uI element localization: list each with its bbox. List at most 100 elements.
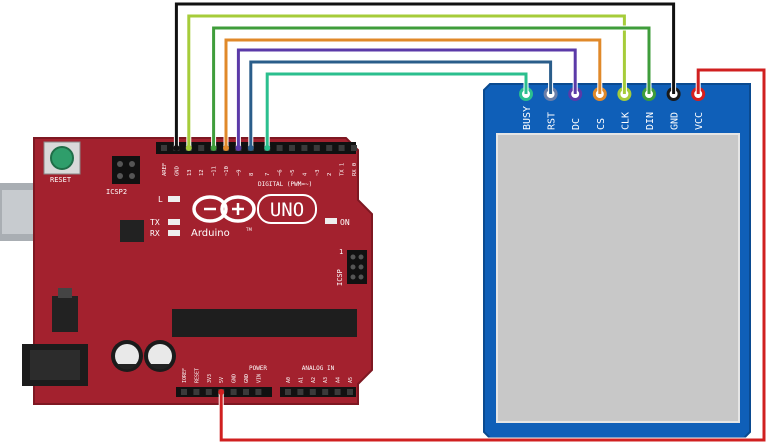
header-pin[interactable] — [326, 145, 333, 151]
digital-pin-label: ~5 — [290, 169, 296, 176]
arduino-uno-board: RESET ICSP2 L TX RX ON UNO Arduino TM — [0, 137, 373, 405]
analog-pin-label: A2 — [311, 377, 317, 383]
header-pin[interactable] — [181, 389, 187, 395]
power-jack-face — [30, 350, 80, 380]
power-pin-label: GND — [244, 374, 250, 383]
power-pin-label: GND — [232, 374, 238, 383]
power-pin-label: 3V3 — [207, 374, 213, 383]
wire-endpoint — [247, 145, 254, 151]
icsp2-header — [112, 156, 140, 184]
wire-endpoint — [264, 145, 271, 151]
wire-gnd-to-gnd — [174, 2, 676, 148]
icsp-label: ICSP — [336, 269, 344, 286]
header-pin[interactable] — [309, 389, 316, 395]
wire-11-to-din — [212, 26, 651, 148]
digital-pin-label: ~6 — [278, 169, 284, 176]
capacitor-top — [148, 344, 172, 368]
capacitor-top — [115, 344, 139, 368]
atmega-chip — [172, 309, 357, 337]
digital-pin-label: 7 — [265, 173, 271, 176]
display-pin-label: RST — [547, 112, 558, 130]
trademark-mark: TM — [245, 227, 252, 232]
uno-badge — [257, 194, 317, 224]
wire-endpoint — [173, 145, 180, 151]
icsp-pin1-label: 1 — [339, 248, 343, 256]
digital-pin-label: AREF — [162, 163, 168, 176]
display-pin-label: VCC — [694, 112, 705, 130]
reset-button-cap[interactable] — [50, 146, 74, 170]
voltage-regulator-tab — [58, 288, 72, 298]
rx-led — [168, 230, 180, 236]
display-pin-label: CS — [596, 118, 607, 130]
display-pin-label: GND — [670, 112, 681, 130]
display-screen — [496, 133, 740, 423]
icsp2-label: ICSP2 — [106, 188, 127, 196]
digital-pin-label: ~9 — [236, 169, 242, 176]
reset-label: RESET — [50, 176, 72, 184]
header-pin[interactable] — [205, 389, 212, 395]
power-pin-label: VIN — [256, 374, 262, 383]
header-pin[interactable] — [338, 145, 345, 151]
power-pin-label: IOREF — [182, 368, 188, 383]
digital-pin-label: 2 — [327, 173, 333, 176]
wire-10-to-cs — [224, 38, 602, 148]
voltage-regulator — [52, 296, 78, 332]
arduino-logo — [192, 195, 256, 223]
header-pin[interactable] — [255, 389, 262, 395]
header-pin[interactable] — [334, 389, 341, 395]
header-pin[interactable] — [161, 145, 167, 151]
digital-pin-label: 13 — [187, 169, 193, 176]
analog-pin-label: A5 — [348, 377, 354, 383]
display-pin-label: CLK — [620, 112, 631, 130]
wire-5v-to-vcc — [219, 68, 766, 442]
header-pin[interactable] — [297, 389, 304, 395]
tx-led-label: TX — [150, 218, 160, 227]
header-pin[interactable] — [198, 145, 205, 151]
capacitor-marking — [117, 364, 137, 370]
wire-endpoint — [223, 145, 229, 151]
digital-pin-label: RX 0 — [352, 163, 358, 176]
wire-endpoint — [210, 145, 217, 151]
display-pin-label: DIN — [645, 112, 656, 130]
header-pin[interactable] — [285, 389, 291, 395]
header-pin[interactable] — [193, 389, 200, 395]
power-pin-label: RESET — [194, 368, 200, 383]
header-pin[interactable] — [313, 145, 320, 151]
tx-led — [168, 219, 180, 225]
header-pin[interactable] — [301, 145, 308, 151]
header-pin[interactable] — [230, 389, 237, 395]
header-pin[interactable] — [351, 145, 357, 151]
wire-endpoint — [185, 145, 192, 151]
header-pin[interactable] — [322, 389, 329, 395]
icsp-header — [347, 250, 367, 284]
header-pin[interactable] — [276, 145, 283, 151]
digital-label: DIGITAL (PWM=~) — [258, 181, 312, 188]
analog-pin-label: A0 — [286, 377, 292, 383]
digital-pin-label: TX 1 — [340, 163, 346, 176]
analog-header-body — [280, 387, 356, 397]
wire-endpoint — [218, 389, 225, 395]
wire-8-to-rst — [249, 60, 553, 148]
l-led — [168, 196, 180, 202]
digital-pin-label: 12 — [199, 169, 205, 176]
analog-in-label: ANALOG IN — [302, 365, 335, 372]
power-label: POWER — [249, 365, 267, 372]
capacitor-marking — [150, 364, 170, 370]
uno-label: UNO — [270, 199, 304, 221]
wire-7-to-busy — [265, 72, 528, 148]
header-pin[interactable] — [289, 145, 295, 151]
header-pin[interactable] — [243, 389, 249, 395]
digital-pin-label: ~3 — [315, 169, 321, 176]
digital-pin-label: ~10 — [224, 166, 230, 176]
analog-pin-label: A4 — [336, 377, 342, 383]
header-pin[interactable] — [347, 389, 353, 395]
digital-pin-label: 8 — [249, 173, 255, 176]
on-led-label: ON — [340, 218, 350, 227]
rx-led-label: RX — [150, 229, 160, 238]
wire-13-to-clk — [187, 14, 626, 148]
analog-pin-label: A3 — [323, 377, 329, 383]
on-led — [325, 218, 337, 224]
